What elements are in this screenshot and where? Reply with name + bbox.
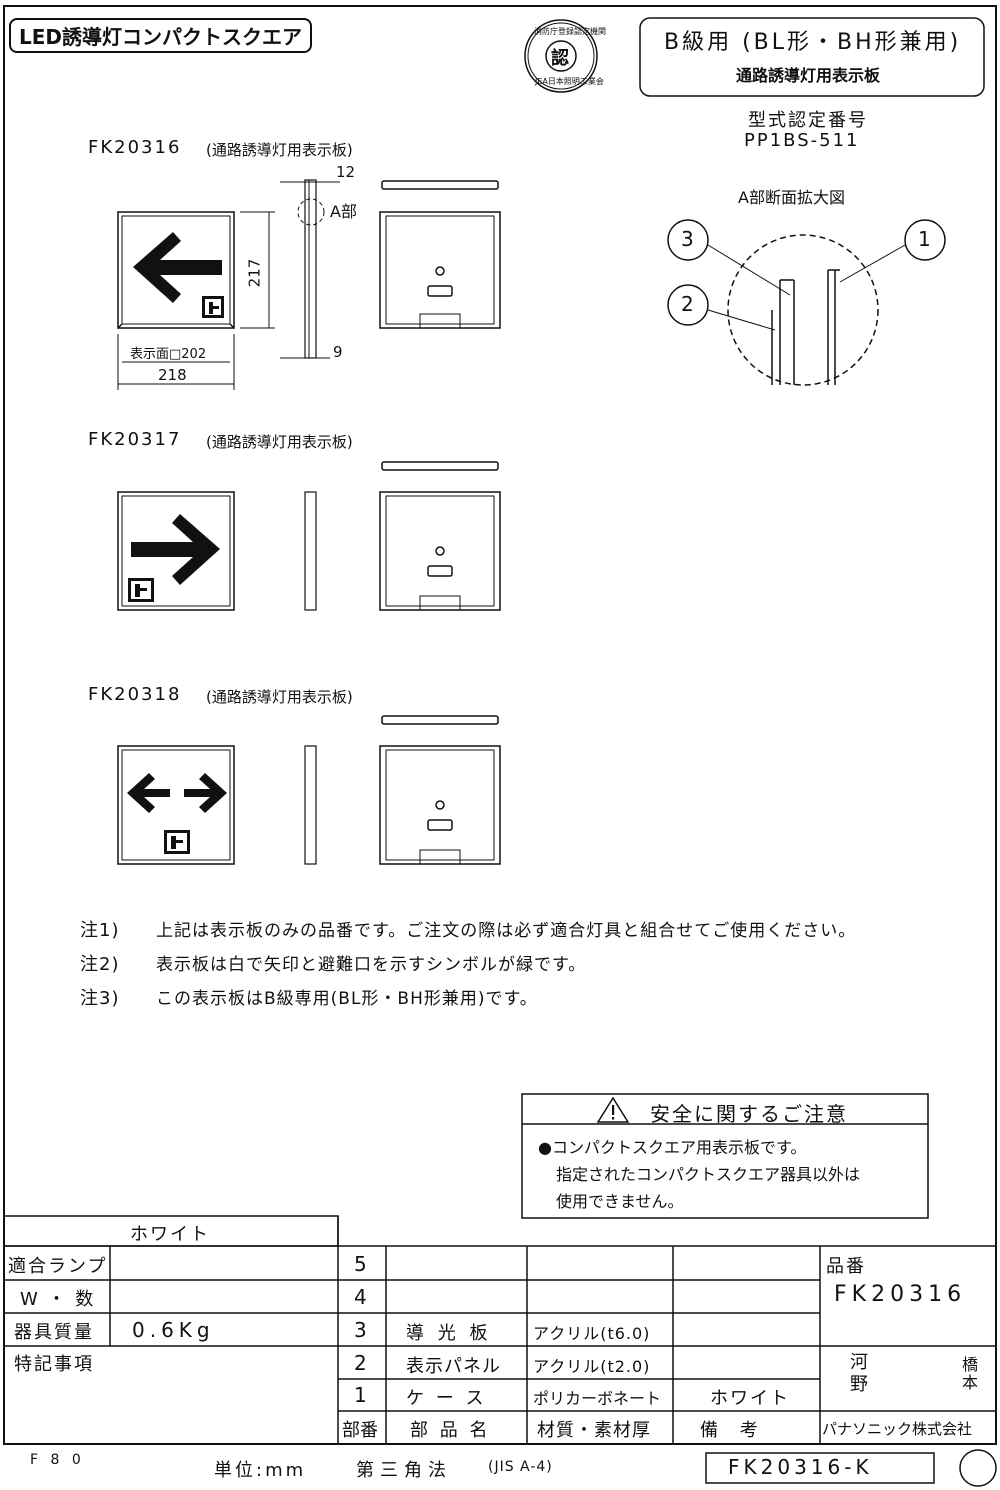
safety-bullet: ●コンパクトスクエア用表示板です。: [538, 1138, 807, 1157]
part-material-2: アクリル(t2.0): [533, 1357, 651, 1376]
spec-label-lamp: 適合ランプ: [8, 1256, 108, 1277]
footer-projection: 第三角法: [356, 1460, 452, 1481]
cert-number: PP1BS-511: [744, 130, 860, 151]
parts-header-name: 部 品 名: [410, 1420, 491, 1441]
spec-label-notes: 特記事項: [14, 1354, 94, 1375]
product-2-desc: (通路誘導灯用表示板): [206, 433, 353, 451]
product-2-code: FK20317: [88, 429, 182, 450]
spec-color: ホワイト: [130, 1224, 210, 1245]
part-no-2: 2: [354, 1351, 369, 1375]
footer-standard: (JIS A-4): [488, 1459, 553, 1475]
note-3-label: 注3): [80, 988, 120, 1009]
part-no-5: 5: [354, 1252, 369, 1276]
class-title: B級用 (BL形・BH形兼用): [664, 30, 962, 55]
note-1-label: 注1): [80, 920, 120, 941]
part-no-3: 3: [354, 1318, 369, 1342]
note-3-text: この表示板はB級専用(BL形・BH形兼用)です。: [156, 989, 538, 1009]
product-3-desc: (通路誘導灯用表示板): [206, 688, 353, 706]
parts-header-remark: 備 考: [700, 1420, 766, 1441]
part-no-1: 1: [354, 1383, 369, 1407]
part-number-label: 品番: [826, 1256, 866, 1277]
part-name-2: 表示パネル: [406, 1356, 501, 1377]
designer-2: 橋本: [962, 1355, 979, 1392]
part-name-1: ケ ー ス: [406, 1388, 487, 1409]
note-1-text: 上記は表示板のみの品番です。ご注文の際は必ず適合灯具と組合せてご使用ください。: [156, 921, 857, 941]
certification-seal-center: 認: [551, 48, 569, 69]
part-no-4: 4: [354, 1285, 369, 1309]
series-badge: LED誘導灯コンパクトスクエア: [9, 18, 313, 53]
class-subtitle: 通路誘導灯用表示板: [736, 66, 881, 85]
safety-title: 安全に関するご注意: [650, 1102, 848, 1126]
spec-value-mass: 0.6Kg: [132, 1318, 215, 1342]
dim-thickness-bottom: 9: [333, 343, 343, 361]
warning-icon: [596, 1096, 630, 1123]
designer-1: 河野: [850, 1352, 868, 1395]
arrow-right-icon: [131, 514, 220, 585]
parts-header-no: 部番: [342, 1420, 378, 1441]
part-number: FK20316: [834, 1282, 967, 1307]
callout-3: 3: [681, 227, 694, 251]
note-2-label: 注2): [80, 954, 120, 975]
company-name: パナソニック株式会社: [822, 1420, 973, 1438]
note-2-text: 表示板は白で矢印と避難口を示すシンボルが緑です。: [156, 955, 587, 975]
arrow-both-icon: [127, 773, 227, 813]
footer-code: F 8 0: [30, 1452, 85, 1468]
safety-line-1: 指定されたコンパクトスクエア器具以外は: [556, 1165, 861, 1184]
footer-unit: 単位:mm: [214, 1460, 307, 1481]
exit-person-icon: [164, 830, 190, 854]
exit-person-icon: [202, 296, 224, 318]
certification-seal-top: 消防庁登録認定機関: [534, 27, 606, 36]
product-1-desc: (通路誘導灯用表示板): [206, 141, 353, 159]
dim-thickness-top: 12: [336, 163, 356, 181]
part-name-3: 導 光 板: [406, 1323, 492, 1344]
dim-display-face: 表示面□202: [130, 347, 207, 362]
part-material-3: アクリル(t6.0): [533, 1324, 651, 1343]
drawing-number: FK20316-K: [728, 1455, 873, 1479]
part-material-1: ポリカーボネート: [533, 1389, 662, 1408]
spec-label-watt: W ・ 数: [20, 1289, 96, 1310]
detail-title: A部断面拡大図: [738, 188, 845, 207]
exit-person-icon: [128, 578, 154, 602]
cert-label: 型式認定番号: [748, 110, 868, 131]
spec-label-mass: 器具質量: [14, 1322, 94, 1343]
callout-1: 1: [918, 227, 931, 251]
dim-width: 218: [158, 366, 187, 384]
callout-2: 2: [681, 292, 694, 316]
detail-ref-label: A部: [330, 202, 357, 221]
product-3-code: FK20318: [88, 684, 182, 705]
certification-seal-bottom: JEA日本照明工業会: [535, 77, 604, 86]
part-remark-1: ホワイト: [710, 1388, 790, 1409]
parts-header-material: 材質・素材厚: [537, 1420, 651, 1441]
dim-height: 217: [245, 258, 264, 288]
safety-line-2: 使用できません。: [556, 1192, 684, 1211]
arrow-left-icon: [133, 232, 222, 303]
product-1-code: FK20316: [88, 137, 182, 158]
